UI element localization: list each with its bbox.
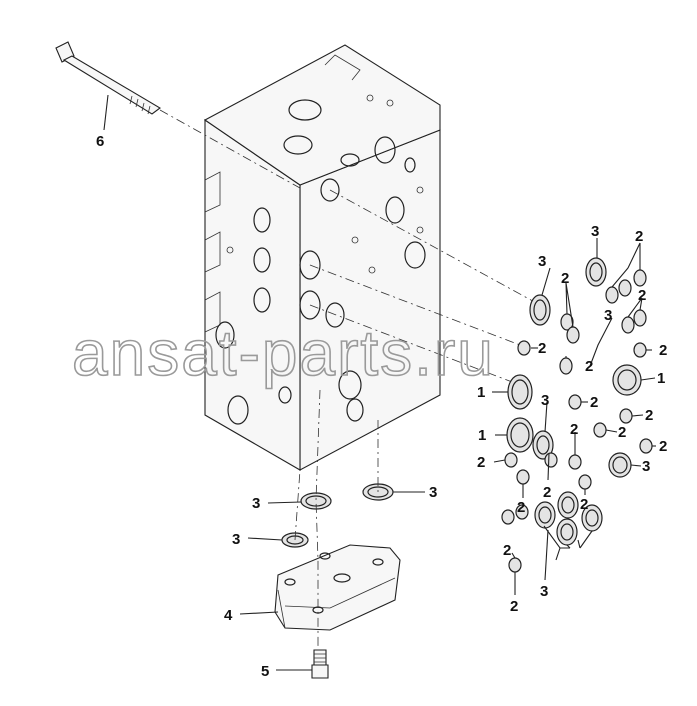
callout-3: 3 [642,458,650,475]
callout-2: 2 [570,421,578,438]
callout-2: 2 [659,438,667,455]
watermark-text: ansat-parts.ru [72,317,495,389]
callout-3: 3 [591,223,599,240]
callout-2: 2 [538,340,546,357]
callout-3: 3 [252,495,260,512]
callout-3: 3 [541,392,549,409]
callout-2: 2 [635,228,643,245]
callout-1: 1 [477,384,485,401]
callout-2: 2 [659,342,667,359]
callout-2: 2 [638,287,646,304]
cover-plate-4 [274,544,401,631]
callout-3: 3 [429,484,437,501]
callout-2: 2 [477,454,485,471]
callout-2: 2 [580,496,588,513]
callout-2: 2 [590,394,598,411]
callout-2: 2 [517,499,525,516]
callout-3: 3 [232,531,240,548]
callout-4: 4 [224,607,233,624]
callout-2: 2 [510,598,518,615]
callout-2: 2 [543,484,551,501]
callout-3: 3 [538,253,546,270]
callout-labels: 6 3 3 2 2 2 3 2 2 2 1 1 3 2 2 1 2 2 2 2 … [96,133,667,680]
callout-2: 2 [503,542,511,559]
callout-5: 5 [261,663,269,680]
callout-6: 6 [96,133,104,150]
valve-body [203,44,441,471]
callout-1: 1 [478,427,486,444]
bolt-6 [55,41,161,115]
callout-3: 3 [604,307,612,324]
callout-2: 2 [645,407,653,424]
callout-3: 3 [540,583,548,600]
callout-2: 2 [561,270,569,287]
seal-kit-right [501,257,653,573]
bolt-5 [311,649,329,679]
center-lines [159,109,541,650]
callout-2: 2 [585,358,593,375]
callout-1: 1 [657,370,665,387]
leader-lines [103,94,656,671]
callout-2: 2 [618,424,626,441]
